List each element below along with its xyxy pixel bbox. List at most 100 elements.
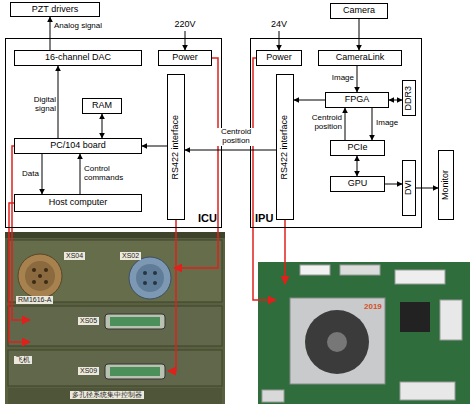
block-label: PZT drivers	[32, 5, 78, 15]
block-box: RS422 interface	[276, 74, 294, 220]
part-tag: RM1616-A	[16, 296, 53, 304]
signal-arrow	[345, 108, 346, 140]
nameplate: 多孔径系统集中控制器	[70, 391, 144, 399]
block-box: Power	[158, 50, 212, 66]
connector-pin	[38, 274, 42, 278]
connector-tag: XS05	[78, 317, 99, 325]
signal-arrow	[294, 100, 325, 101]
dsub-connector	[105, 314, 165, 329]
dvi-port	[400, 382, 455, 400]
dsub-face	[110, 367, 160, 376]
board-connector	[395, 270, 445, 284]
dsub-face	[110, 317, 160, 326]
unit-name: IPU	[255, 212, 273, 224]
block-box: DDR3	[402, 80, 416, 116]
connector-pin	[153, 271, 157, 275]
board-photo	[258, 262, 470, 404]
front-panel	[8, 240, 222, 302]
board-connector	[300, 265, 330, 275]
signal-arrow	[385, 184, 402, 185]
block-box: GPU	[330, 176, 385, 192]
block-label: PCIe	[347, 143, 367, 153]
unit-name: ICU	[198, 212, 217, 224]
block-label: DVI	[404, 180, 414, 195]
front-panel	[8, 306, 222, 346]
pointer-arrow	[168, 220, 176, 371]
supply-arrow	[279, 31, 280, 50]
dsub-connector	[105, 364, 165, 379]
block-label: DDR3	[404, 86, 414, 111]
supply-arrow	[185, 31, 186, 50]
signal-arrow	[80, 154, 81, 194]
block-label: CameraLink	[336, 53, 385, 63]
block-box: PCIe	[330, 140, 385, 156]
connector-pin	[44, 280, 48, 284]
block-label: PC/104 board	[50, 141, 106, 151]
signal-arrow	[359, 19, 360, 50]
block-box: Host computer	[14, 194, 142, 212]
signal-arrow	[372, 108, 373, 140]
signal-arrow	[58, 66, 59, 138]
signal-label: Digital signal	[14, 96, 56, 114]
signal-label: Control commands	[84, 165, 140, 183]
case-edge	[5, 232, 225, 238]
block-box: CameraLink	[318, 50, 402, 66]
block-label: GPU	[348, 179, 368, 189]
connector-pin	[44, 268, 48, 272]
signal-arrow	[50, 17, 51, 50]
block-label: Monitor	[441, 170, 451, 200]
block-box: DVI	[402, 160, 416, 216]
block-box: Camera	[330, 3, 388, 19]
block-label: RAM	[92, 101, 112, 111]
board-connector	[440, 300, 462, 340]
signal-label: Data	[14, 170, 39, 179]
block-box: PC/104 board	[14, 138, 142, 154]
heatsink	[290, 298, 385, 384]
signal-arrow	[102, 114, 103, 138]
unit-frame: IPU Power CameraLinkRS422 interface FPGA DDR…	[250, 38, 422, 228]
signal-label: Centroid position	[296, 114, 342, 132]
signal-arrow	[185, 150, 276, 151]
connector-pin	[153, 281, 157, 285]
connector-pin	[143, 271, 147, 275]
connector-tag: XS04	[64, 252, 85, 260]
round-connector	[18, 254, 62, 298]
block-label: FPGA	[345, 95, 370, 105]
block-label: RS422 interface	[171, 115, 181, 180]
signal-label: Image	[316, 74, 354, 83]
fan-hub	[327, 332, 347, 352]
signal-label: Image	[376, 119, 406, 128]
connector-pin	[143, 281, 147, 285]
controller-photo	[5, 232, 225, 404]
block-box: Power	[256, 50, 302, 66]
connector-tag: XS09	[78, 367, 99, 375]
board-connector	[262, 390, 284, 402]
block-box: FPGA	[325, 92, 389, 108]
signal-arrow	[389, 100, 402, 101]
block-box: RS422 interface	[167, 74, 185, 220]
block-label: Camera	[343, 6, 375, 16]
block-box: 16-channel DAC	[14, 50, 142, 66]
board-connector	[340, 265, 380, 275]
cooling-fan	[305, 310, 369, 374]
block-box: PZT drivers	[10, 2, 100, 17]
signal-label: Analog signal	[54, 22, 124, 31]
block-label: RS422 interface	[280, 115, 290, 180]
block-label: 16-channel DAC	[45, 53, 111, 63]
pointer-arrow	[284, 220, 286, 284]
block-label: Power	[266, 53, 292, 63]
signal-arrow	[142, 146, 167, 147]
block-label: Power	[172, 53, 198, 63]
part-tag: 飞机	[14, 356, 32, 364]
signal-arrow	[357, 156, 358, 176]
handwritten-date: 2019	[364, 303, 382, 312]
voltage-label: 24V	[264, 20, 294, 30]
front-panel	[8, 388, 222, 404]
pointer-arrow	[253, 58, 276, 300]
block-box: RAM	[82, 98, 122, 114]
connector-face	[136, 264, 164, 292]
signal-label: Centroid position	[216, 128, 256, 146]
